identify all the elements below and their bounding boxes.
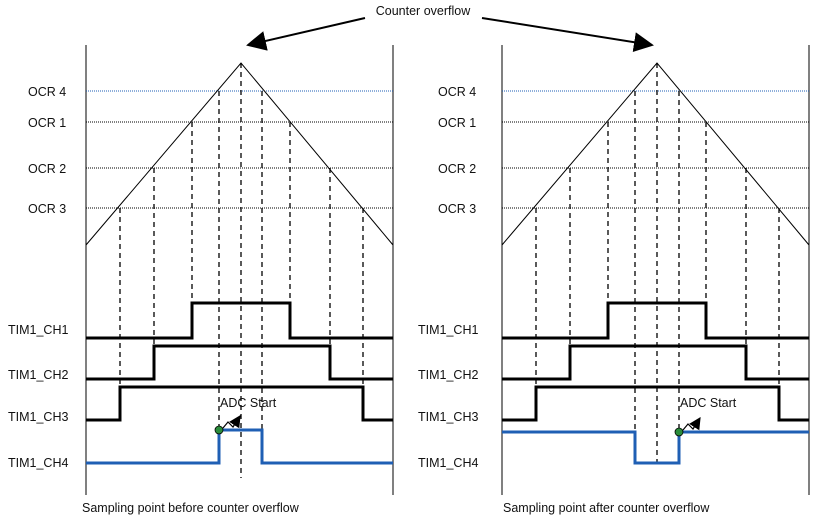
ch1-waveform [502,301,809,340]
ch2-waveform [502,344,809,381]
adc-start-arrow [222,414,241,429]
ch4-label: TIM1_CH4 [8,456,68,470]
counter-triangle [501,62,810,246]
ch3-label: TIM1_CH3 [418,410,478,424]
counter-triangle [85,62,394,246]
overflow-arrow-right [481,17,654,53]
ch4-waveform [86,428,393,465]
adc-start-arrow [682,416,701,431]
ocr2-label: OCR 2 [438,162,476,176]
adc-start-label: ADC Start [220,396,277,410]
ch2-waveform [86,344,393,381]
ocr2-label: OCR 2 [28,162,66,176]
ch3-waveform [502,385,809,422]
ocr4-label: OCR 4 [28,85,66,99]
ch2-label: TIM1_CH2 [8,368,68,382]
ch4-label: TIM1_CH4 [418,456,478,470]
ch3-label: TIM1_CH3 [8,410,68,424]
panel-left: OCR 4 OCR 1 OCR 2 OCR 3 TIM1_CH1 TIM1_CH… [8,45,394,515]
ocr4-label: OCR 4 [438,85,476,99]
ch1-label: TIM1_CH1 [418,323,478,337]
ocr1-label: OCR 1 [28,116,66,130]
ch3-waveform [86,385,393,422]
ch1-label: TIM1_CH1 [8,323,68,337]
adc-sample-dot [214,425,224,435]
ocr1-label: OCR 1 [438,116,476,130]
panel-caption: Sampling point before counter overflow [82,501,300,515]
overflow-arrow-left [246,17,366,51]
ch1-waveform [86,301,393,340]
panel-right: OCR 4 OCR 1 OCR 2 OCR 3 TIM1_CH1 TIM1_CH… [418,45,810,515]
ch2-label: TIM1_CH2 [418,368,478,382]
adc-sample-dot [674,427,684,437]
ch4-waveform [502,430,809,465]
ocr3-label: OCR 3 [438,202,476,216]
adc-start-label: ADC Start [680,396,737,410]
ocr3-label: OCR 3 [28,202,66,216]
panel-caption: Sampling point after counter overflow [503,501,710,515]
counter-overflow-title: Counter overflow [376,4,471,18]
